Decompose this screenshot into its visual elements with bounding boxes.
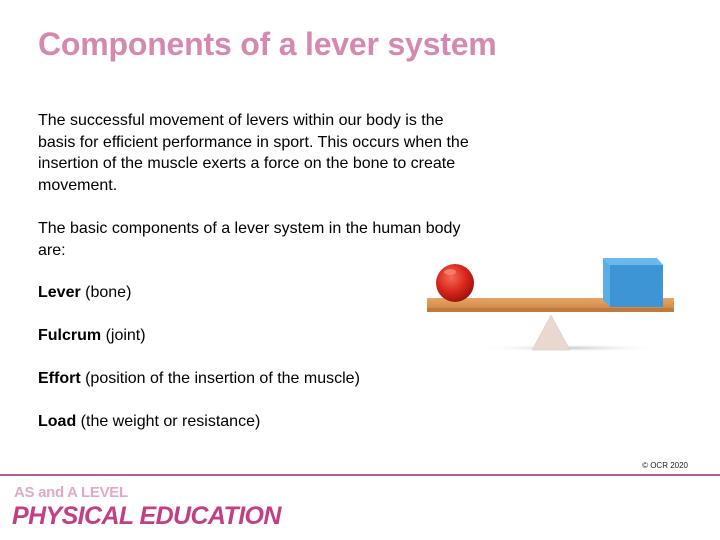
component-term: Load <box>38 413 77 430</box>
component-term: Fulcrum <box>38 327 102 344</box>
ground-shadow <box>475 344 665 352</box>
component-lever: Lever (bone) <box>38 284 131 302</box>
component-term: Lever <box>38 284 81 301</box>
ball-icon <box>436 264 474 302</box>
components-intro-paragraph: The basic components of a lever system i… <box>38 220 461 259</box>
component-load: Load (the weight or resistance) <box>38 413 260 431</box>
component-desc: (joint) <box>101 327 146 344</box>
footer-divider <box>0 474 720 476</box>
component-desc: (position of the insertion of the muscle… <box>80 370 360 387</box>
intro-text: The successful movement of levers within… <box>38 110 478 261</box>
fulcrum-icon <box>531 314 571 351</box>
component-desc: (the weight or resistance) <box>76 413 261 430</box>
cube-top <box>603 258 663 265</box>
component-desc: (bone) <box>80 284 132 301</box>
component-fulcrum: Fulcrum (joint) <box>38 327 146 345</box>
cube-icon <box>610 265 663 307</box>
cube-side <box>603 258 610 307</box>
slide-title: Components of a lever system <box>38 26 497 62</box>
component-term: Effort <box>38 370 81 387</box>
brand-title: PHYSICAL EDUCATION <box>12 502 281 530</box>
intro-paragraph: The successful movement of levers within… <box>38 112 469 194</box>
brand-subtitle: AS and A LEVEL <box>14 484 128 501</box>
component-effort: Effort (position of the insertion of the… <box>38 370 360 388</box>
copyright-notice: © OCR 2020 <box>642 461 688 470</box>
lever-illustration <box>427 258 674 352</box>
